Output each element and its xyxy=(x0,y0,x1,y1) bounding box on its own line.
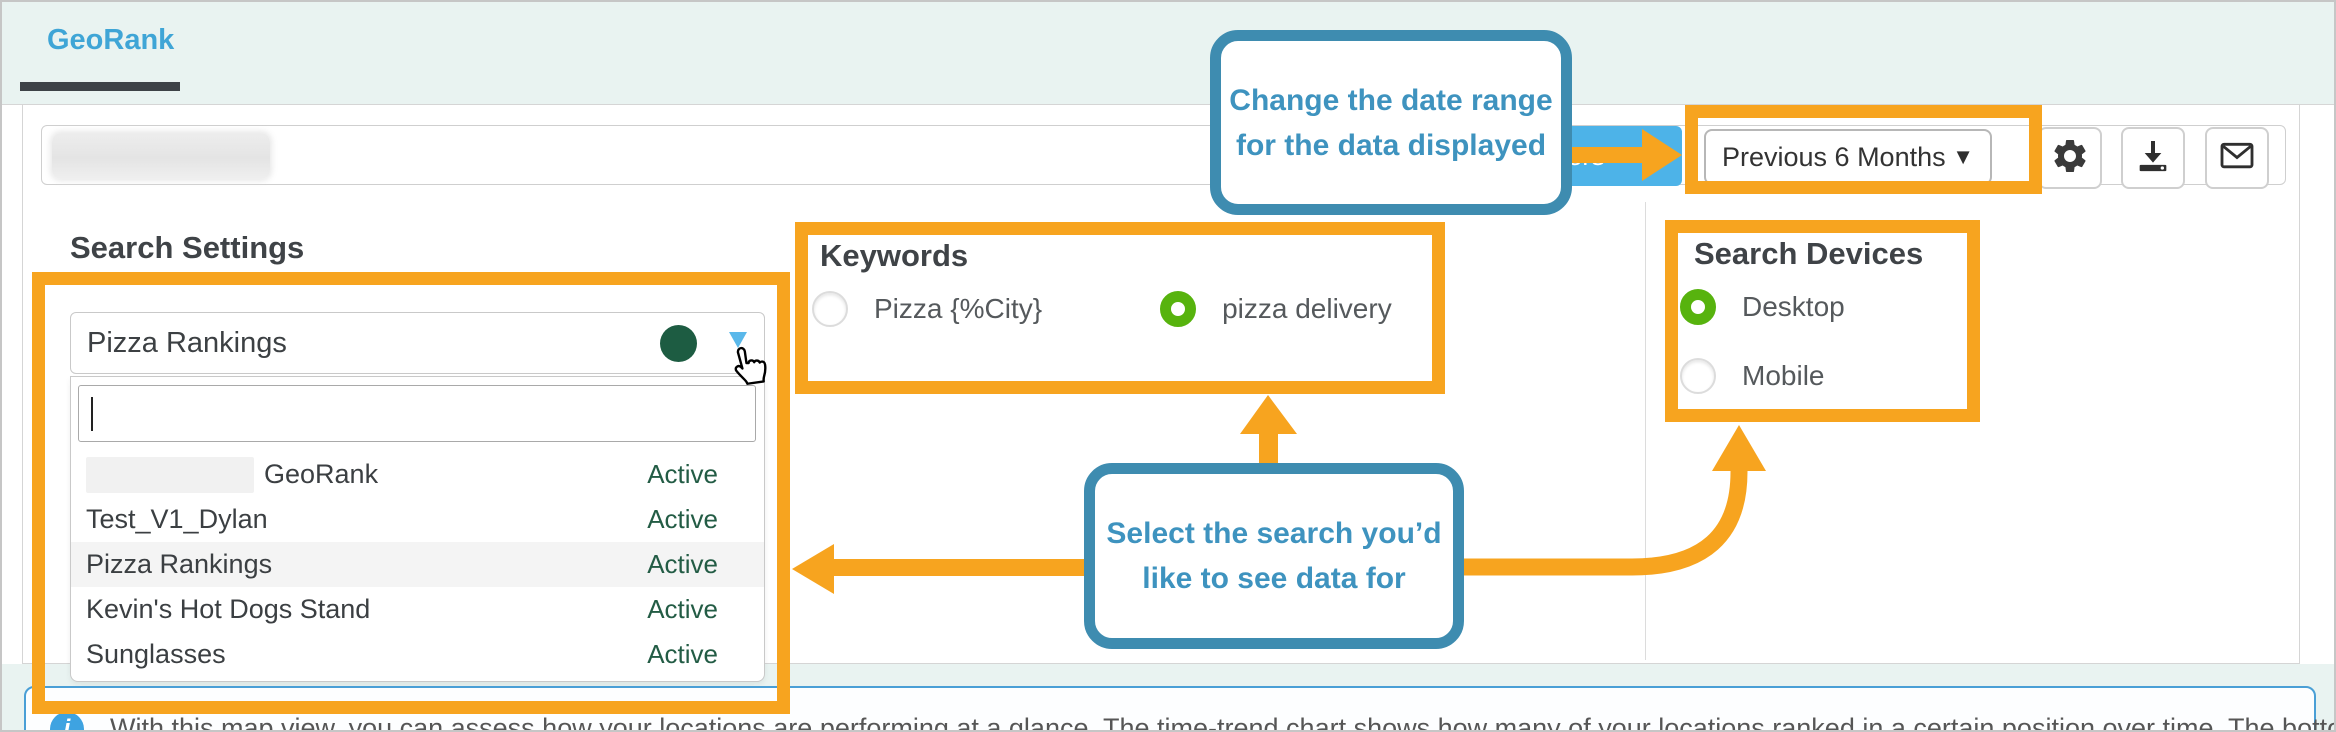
info-icon: i xyxy=(50,712,84,730)
callout-line: for the data displayed xyxy=(1235,128,1547,162)
search-option-status: Active xyxy=(647,504,718,534)
tab-georank[interactable]: GeoRank xyxy=(47,24,175,56)
search-option-name: Test_V1_Dylan xyxy=(86,504,268,534)
keyword-label: pizza delivery xyxy=(1222,293,1392,324)
info-text: With this map view, you can assess how y… xyxy=(110,713,2336,732)
envelope-icon xyxy=(2217,136,2257,181)
gear-icon xyxy=(2050,136,2090,181)
settings-button[interactable] xyxy=(2038,127,2102,189)
hand-cursor-icon xyxy=(734,346,767,385)
tab-active-indicator xyxy=(20,82,180,91)
keyword-option[interactable]: pizza delivery xyxy=(1160,291,1392,327)
search-option-status: Active xyxy=(647,459,718,489)
radio-selected-icon[interactable] xyxy=(1160,291,1197,327)
search-filter-input[interactable] xyxy=(78,385,756,442)
dropdown-caret-icon[interactable] xyxy=(729,332,747,348)
callout-line: Change the date range xyxy=(1229,83,1553,117)
search-option-row[interactable]: Sunglasses Active xyxy=(71,632,764,677)
chevron-down-icon: ▼ xyxy=(1952,144,1974,169)
annotation-box-date-range xyxy=(1685,105,2042,194)
annotation-box-keywords xyxy=(795,222,1445,394)
search-option-row[interactable]: Pizza Rankings Active xyxy=(71,542,764,587)
device-label: Mobile xyxy=(1742,360,1825,391)
search-settings-title: Search Settings xyxy=(70,230,305,265)
search-option-status: Active xyxy=(647,594,718,624)
email-button[interactable] xyxy=(2205,127,2269,189)
download-button[interactable] xyxy=(2121,127,2185,189)
callout-date-range: Change the date range for the data displ… xyxy=(1210,30,1572,215)
radio-unselected-icon[interactable] xyxy=(812,291,848,327)
search-option-name: GeoRank xyxy=(264,459,379,489)
download-icon xyxy=(2133,136,2173,181)
callout-select-search: Select the search you’d like to see data… xyxy=(1084,463,1464,649)
keywords-title: Keywords xyxy=(820,238,969,273)
search-option-row[interactable]: Test_V1_Dylan Active xyxy=(71,497,764,542)
keywords-options: Pizza {%City} pizza delivery xyxy=(812,291,1392,327)
search-option-name: Kevin's Hot Dogs Stand xyxy=(86,594,371,624)
device-label: Desktop xyxy=(1742,291,1845,322)
search-option-row[interactable]: Kevin's Hot Dogs Stand Active xyxy=(71,587,764,632)
status-dot-icon xyxy=(660,325,697,362)
radio-unselected-icon[interactable] xyxy=(1680,358,1716,394)
search-devices-title: Search Devices xyxy=(1694,236,1924,271)
keyword-label: Pizza {%City} xyxy=(874,293,1043,324)
page-header xyxy=(2,2,2334,105)
redacted-search-box[interactable] xyxy=(52,133,270,179)
annotation-box-devices xyxy=(1665,220,1980,422)
search-option-status: Active xyxy=(647,549,718,579)
device-option[interactable]: Mobile xyxy=(1680,358,1845,394)
radio-selected-icon[interactable] xyxy=(1680,289,1716,325)
annotation-box-search-settings xyxy=(32,272,790,714)
search-option-row[interactable]: GeoRank Active xyxy=(71,452,764,497)
text-caret xyxy=(91,396,93,431)
search-select[interactable]: Pizza Rankings xyxy=(70,312,765,374)
callout-line: Select the search you’d xyxy=(1106,517,1442,550)
search-option-name: Sunglasses xyxy=(86,639,226,669)
keyword-option[interactable]: Pizza {%City} xyxy=(812,291,1042,327)
date-range-value: Previous 6 Months xyxy=(1722,141,1946,172)
search-option-name: Pizza Rankings xyxy=(86,549,273,579)
search-select-value: Pizza Rankings xyxy=(87,326,287,359)
redacted-text xyxy=(86,456,254,493)
section-divider xyxy=(1645,202,1646,660)
callout-line: like to see data for xyxy=(1142,562,1406,595)
search-option-status: Active xyxy=(647,639,718,669)
device-option[interactable]: Desktop xyxy=(1680,289,1845,325)
